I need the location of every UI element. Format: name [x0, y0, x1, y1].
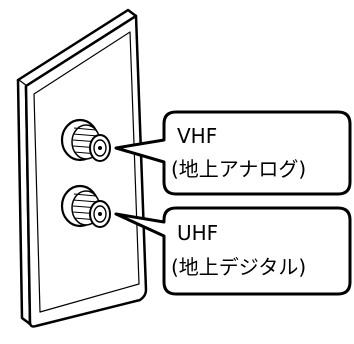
vhf-callout-line2: (地上アナログ) [171, 157, 306, 181]
wall-plate [16, 8, 148, 328]
uhf-connector [60, 184, 111, 228]
uhf-callout: UHF (地上デジタル) [114, 206, 352, 296]
vhf-callout: VHF (地上アナログ) [114, 110, 352, 196]
vhf-callout-line1: VHF [177, 124, 217, 148]
uhf-callout-bubble [114, 206, 352, 296]
vhf-connector [60, 118, 111, 162]
uhf-callout-line2: (地上デジタル) [171, 255, 306, 279]
uhf-callout-line1: UHF [177, 221, 218, 245]
wall-plate-face [24, 14, 148, 328]
vhf-callout-bubble [114, 110, 352, 196]
wall-plate-bevel [33, 31, 140, 313]
